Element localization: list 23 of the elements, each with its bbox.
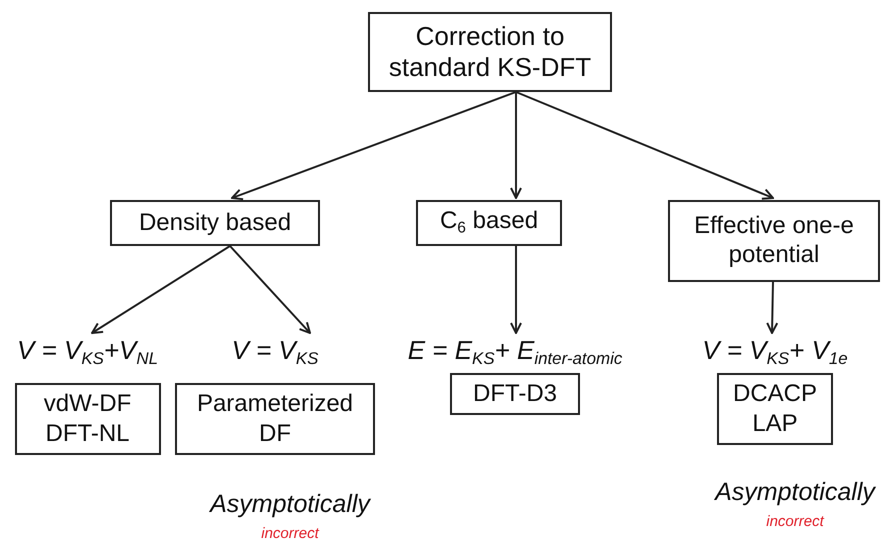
category-box: Effective one-e potential	[668, 200, 880, 282]
arrow	[766, 282, 778, 334]
note-text: Asymptotically	[715, 478, 875, 507]
note-text: incorrect	[261, 525, 319, 542]
category-box: Density based	[110, 200, 320, 246]
formula-text: V = V$_{KS}$+ V$_{1e}$	[702, 335, 848, 370]
arrow	[516, 91, 774, 200]
formula-text: E = E$_{KS}$+ E$_{inter-atomic}$	[408, 335, 622, 370]
method-box: DCACP LAP	[717, 373, 833, 446]
category-box: Correction to standard KS-DFT	[368, 12, 612, 92]
arrow	[229, 245, 311, 334]
arrow	[231, 91, 516, 200]
formula-text: V = V$_{KS}$	[232, 335, 318, 370]
method-box: vdW-DF DFT-NL	[14, 383, 160, 456]
note-text: incorrect	[766, 513, 824, 530]
method-box: Parameterized DF	[175, 383, 375, 456]
note-text: Asymptotically	[210, 490, 370, 519]
category-box: C$_{6}$ based	[416, 200, 562, 246]
arrow	[91, 245, 231, 334]
formula-text: V = V$_{KS}$+V$_{NL}$	[17, 335, 158, 370]
method-box: DFT-D3	[450, 373, 580, 416]
arrow	[510, 246, 522, 334]
arrow	[510, 92, 522, 199]
